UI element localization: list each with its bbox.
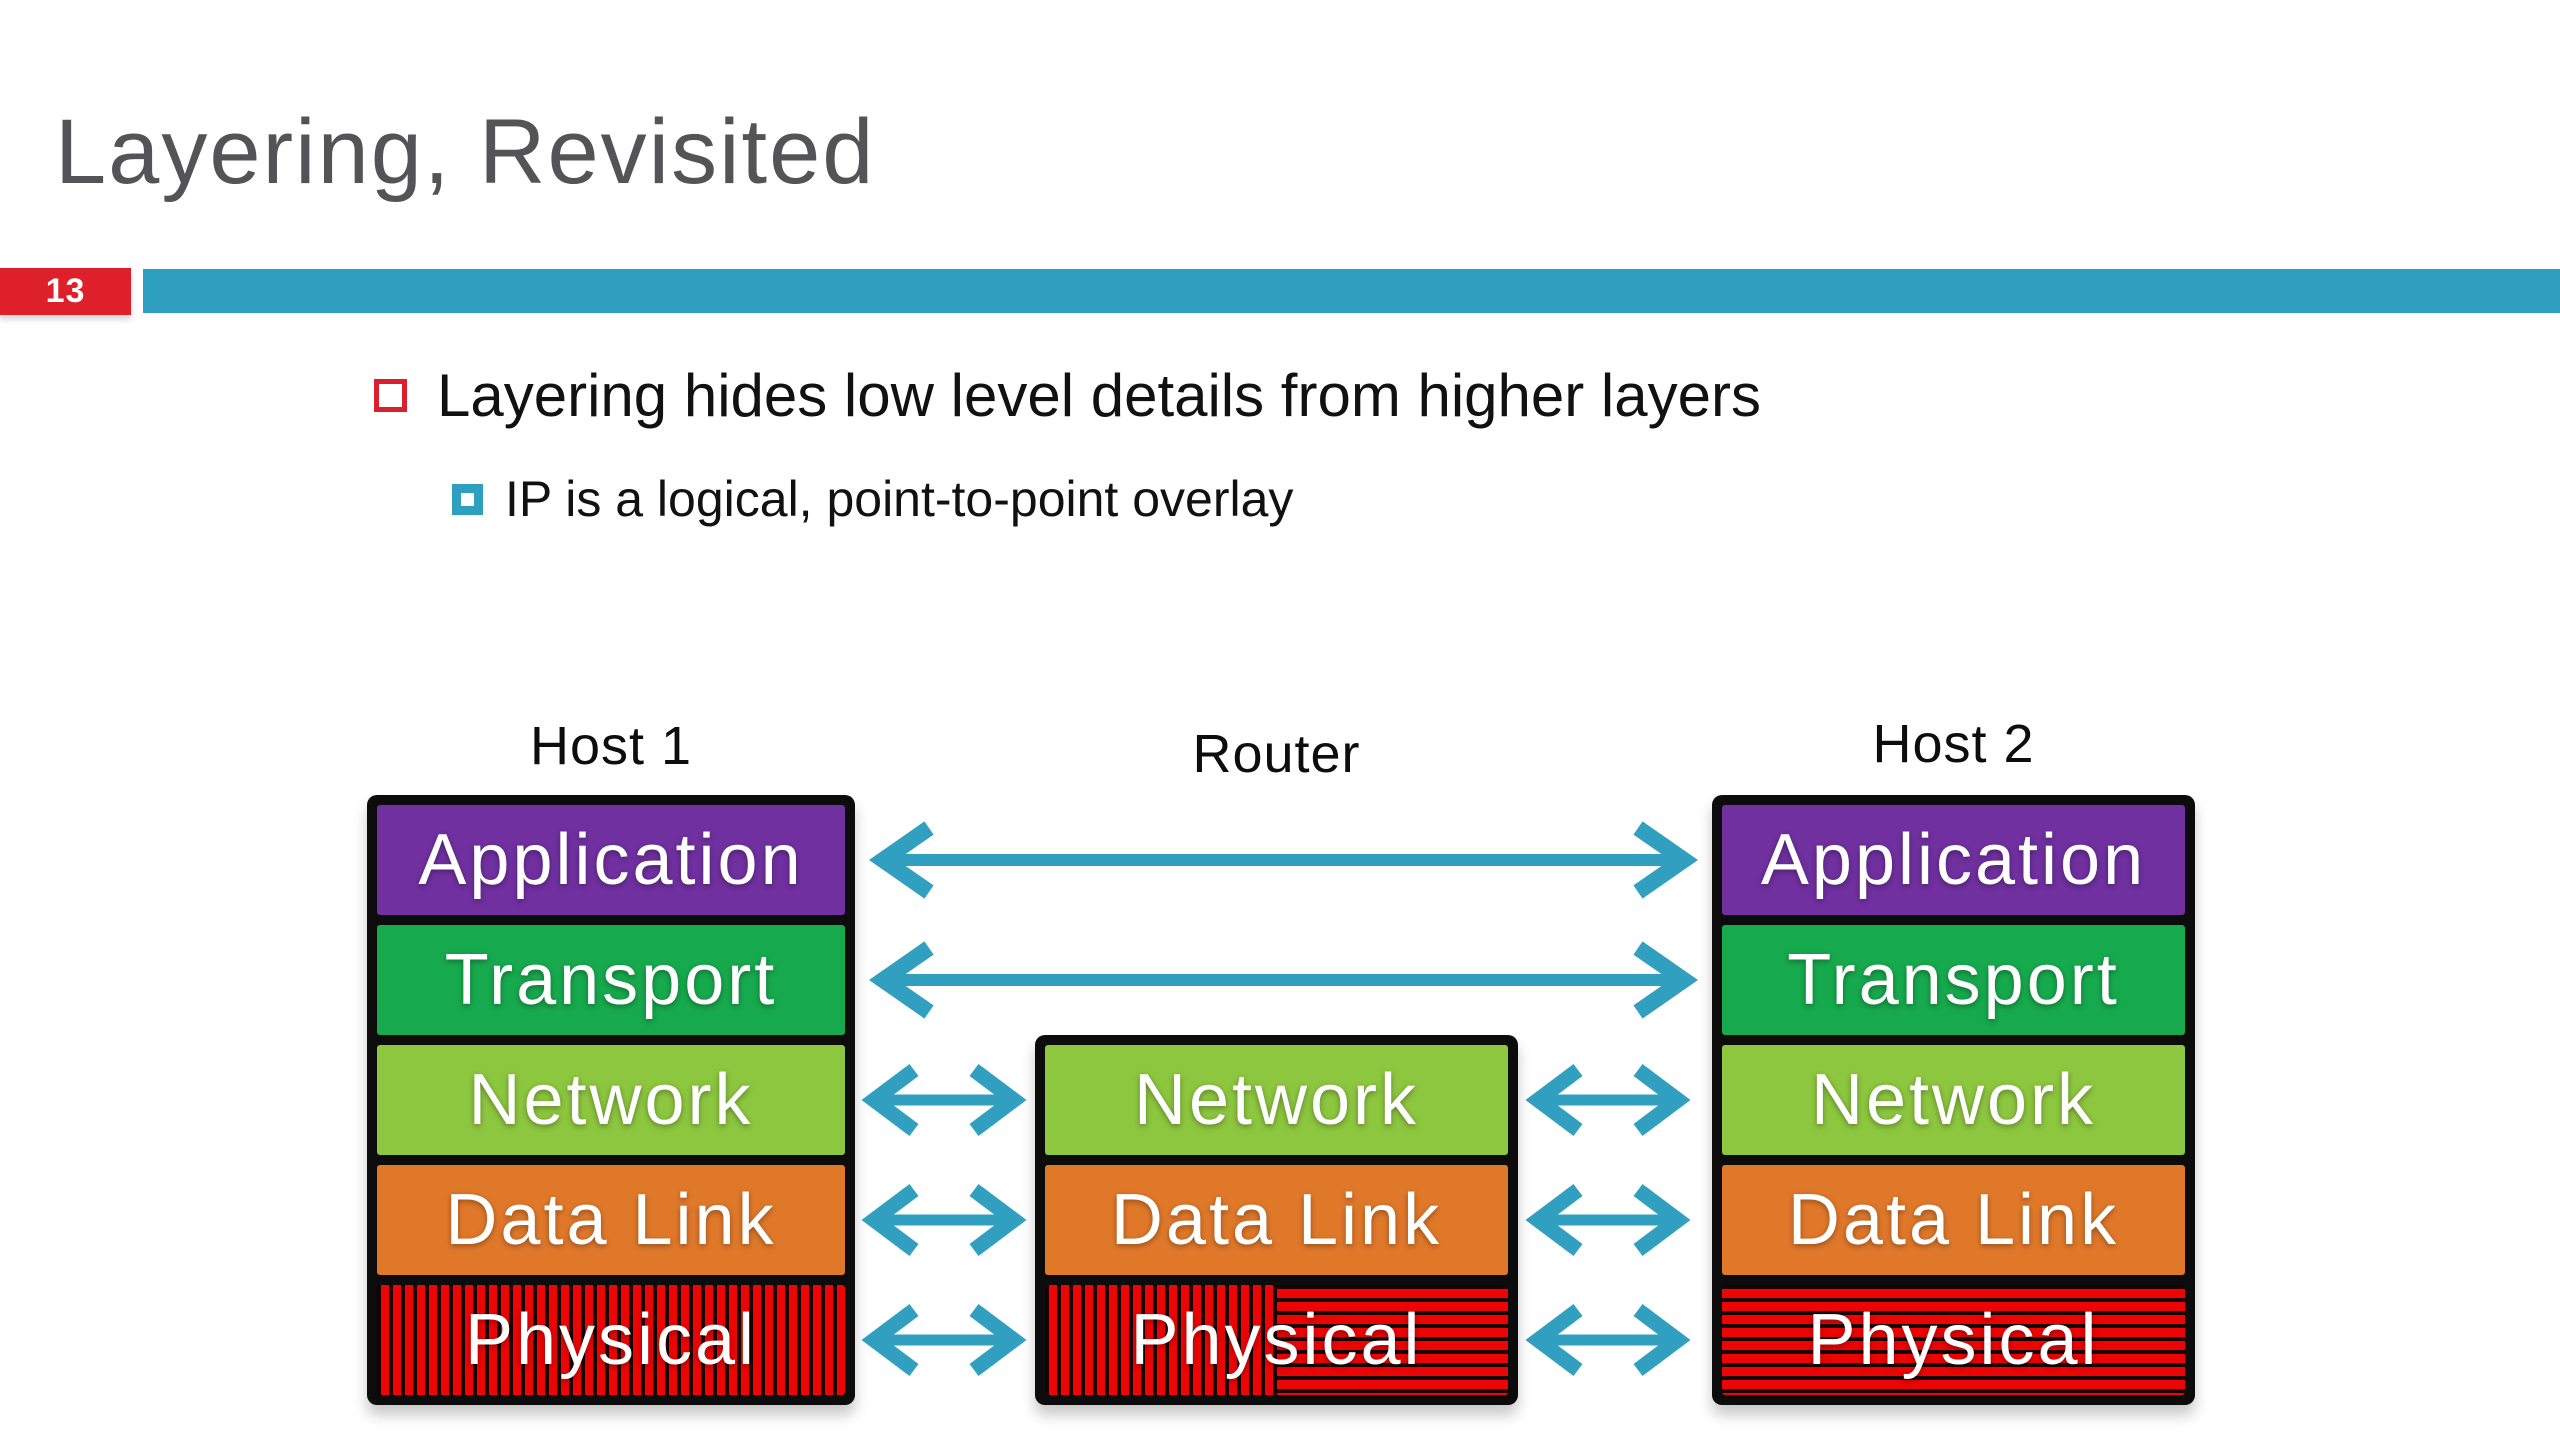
physical-arrow-left xyxy=(860,1298,1028,1382)
datalink-arrow-left xyxy=(860,1178,1028,1262)
host1-physical-layer: Physical xyxy=(377,1285,845,1395)
layer-label: Application xyxy=(418,820,804,900)
layer-label: Network xyxy=(1133,1060,1420,1140)
host1-label: Host 1 xyxy=(529,716,693,776)
router-physical-left-hatch xyxy=(1045,1285,1277,1395)
router-physical-right-hatch xyxy=(1276,1285,1508,1395)
layer-label: Transport xyxy=(1787,940,2120,1020)
host1-application-layer: Application xyxy=(377,805,845,915)
host2-transport-layer: Transport xyxy=(1722,925,2185,1035)
bullet-sub-text: IP is a logical, point-to-point overlay xyxy=(505,471,1294,527)
host1-network-layer: Network xyxy=(377,1045,845,1155)
bullet-main-text: Layering hides low level details from hi… xyxy=(437,361,1761,429)
datalink-arrow-right xyxy=(1524,1178,1692,1262)
bullet-sub: IP is a logical, point-to-point overlay xyxy=(452,459,1293,539)
router-label: Router xyxy=(1192,724,1361,784)
application-arrow xyxy=(867,818,1700,902)
teal-square-bullet-icon xyxy=(452,483,483,515)
layer-label: Data Link xyxy=(445,1180,777,1260)
layer-label: Physical xyxy=(1807,1300,2100,1380)
router-physical-layer: Physical xyxy=(1045,1285,1508,1395)
host1-datalink-layer: Data Link xyxy=(377,1165,845,1275)
host2-stack: Application Transport Network Data Link … xyxy=(1712,795,2195,1405)
host2-physical-layer: Physical xyxy=(1722,1285,2185,1395)
layer-label: Network xyxy=(1810,1060,2097,1140)
router-stack: Network Data Link Physical xyxy=(1035,1035,1518,1405)
host1-transport-layer: Transport xyxy=(377,925,845,1035)
layer-label: Transport xyxy=(444,940,778,1020)
physical-arrow-right xyxy=(1524,1298,1692,1382)
bullet-main: Layering hides low level details from hi… xyxy=(374,355,1761,435)
red-square-bullet-icon xyxy=(374,378,407,412)
layer-label: Application xyxy=(1760,820,2147,900)
router-network-layer: Network xyxy=(1045,1045,1508,1155)
host2-application-layer: Application xyxy=(1722,805,2185,915)
network-arrow-left xyxy=(860,1058,1028,1142)
page-title: Layering, Revisited xyxy=(55,101,876,203)
slide-number-badge: 13 xyxy=(0,268,131,315)
host2-datalink-layer: Data Link xyxy=(1722,1165,2185,1275)
transport-arrow xyxy=(867,938,1700,1022)
layer-label: Data Link xyxy=(1787,1180,2120,1260)
slide-number: 13 xyxy=(45,272,86,310)
host2-label: Host 2 xyxy=(1872,714,2035,774)
layer-label: Physical xyxy=(1130,1300,1423,1380)
layer-label: Data Link xyxy=(1110,1180,1443,1260)
layer-label: Physical xyxy=(464,1300,758,1380)
layer-label: Network xyxy=(468,1060,754,1140)
accent-bar xyxy=(143,269,2560,313)
host2-network-layer: Network xyxy=(1722,1045,2185,1155)
host1-stack: Application Transport Network Data Link … xyxy=(367,795,855,1405)
network-arrow-right xyxy=(1524,1058,1692,1142)
router-datalink-layer: Data Link xyxy=(1045,1165,1508,1275)
